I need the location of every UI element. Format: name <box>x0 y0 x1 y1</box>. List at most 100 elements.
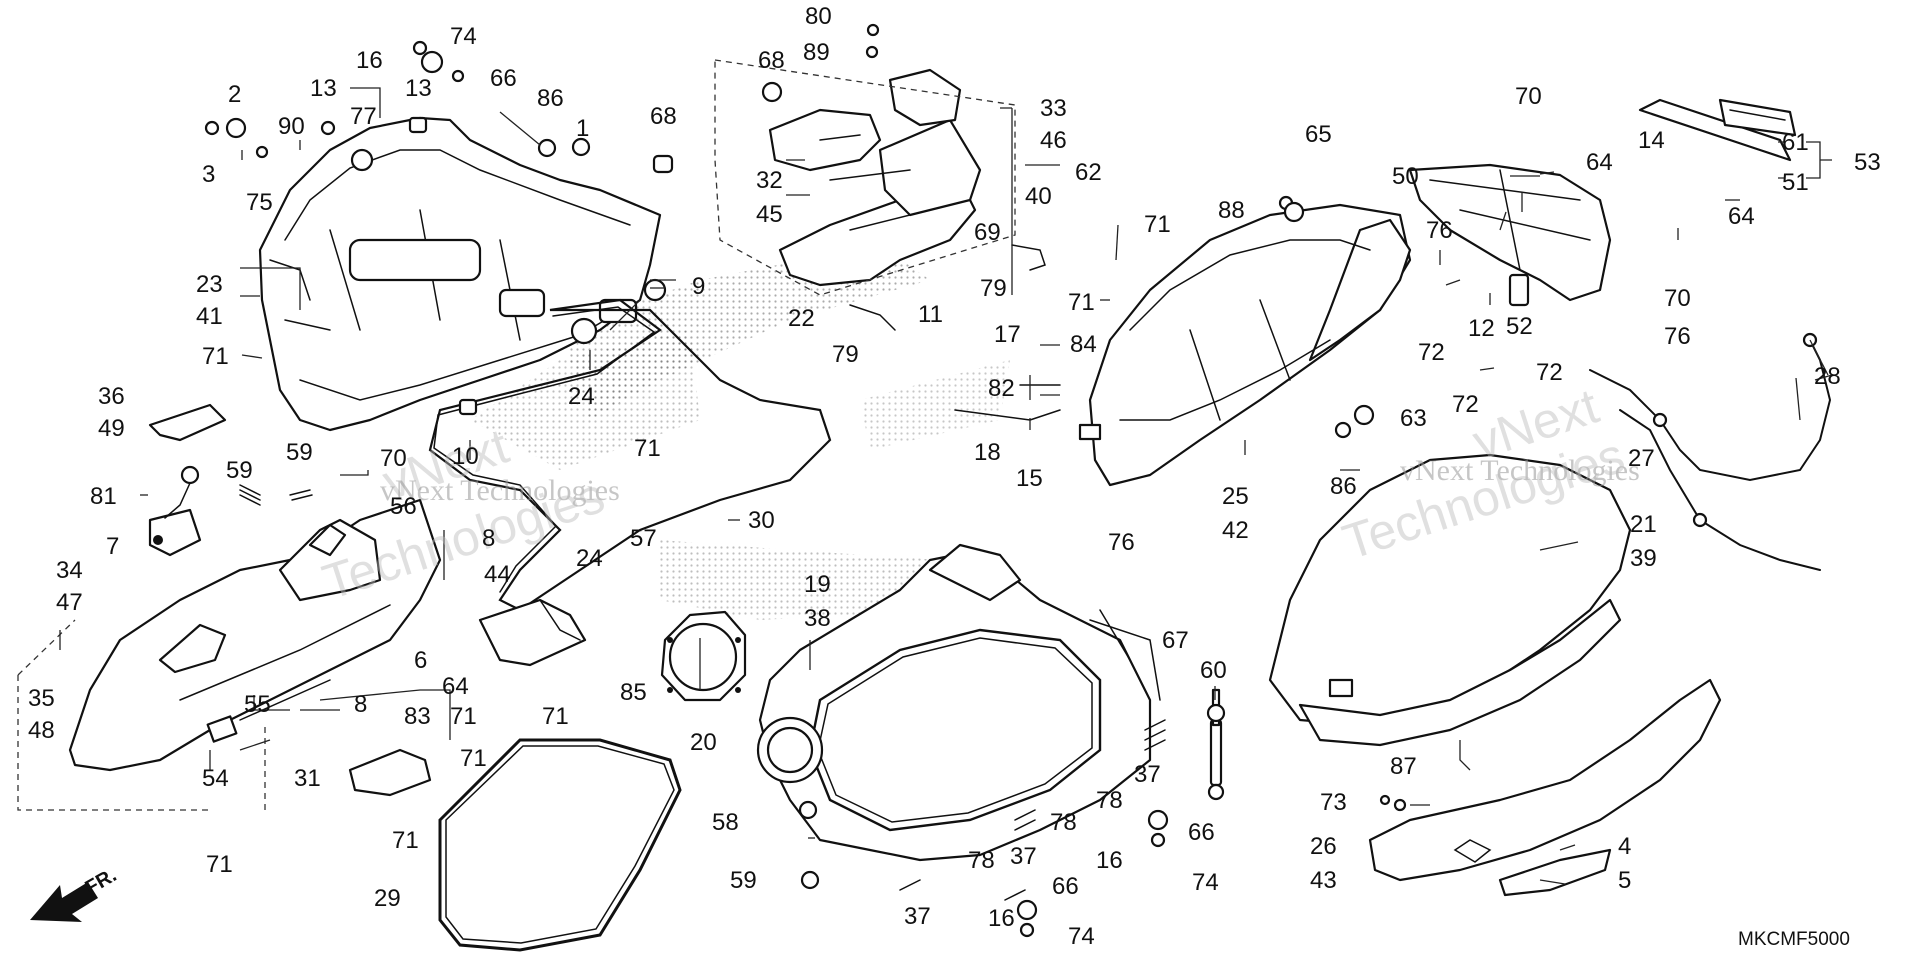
callout-59: 59 <box>226 457 253 484</box>
callout-37: 37 <box>904 903 931 930</box>
inner-box-center[interactable] <box>756 543 1161 862</box>
callout-35: 35 <box>28 685 55 712</box>
callout-15: 15 <box>1016 465 1043 492</box>
callout-76: 76 <box>1664 323 1691 350</box>
callout-44: 44 <box>484 561 511 588</box>
callout-18: 18 <box>974 439 1001 466</box>
callout-16: 16 <box>988 905 1015 932</box>
callout-62: 62 <box>1075 159 1102 186</box>
callout-45: 45 <box>756 201 783 228</box>
outer-case-left[interactable] <box>17 498 442 811</box>
callout-7: 7 <box>106 533 119 560</box>
hinge-bracket[interactable] <box>1408 163 1612 307</box>
callout-58: 58 <box>712 809 739 836</box>
callout-43: 43 <box>1310 867 1337 894</box>
latch-assembly[interactable] <box>148 465 202 557</box>
gas-strut[interactable] <box>1206 688 1226 801</box>
callout-36: 36 <box>98 383 125 410</box>
callout-80: 80 <box>805 3 832 30</box>
callout-64: 64 <box>1728 203 1755 230</box>
callout-54: 54 <box>202 765 229 792</box>
callout-14: 14 <box>1638 127 1665 154</box>
lower-garnish[interactable] <box>1368 678 1722 897</box>
callout-86: 86 <box>537 85 564 112</box>
callout-81: 81 <box>90 483 117 510</box>
callout-73: 73 <box>1320 789 1347 816</box>
callout-70: 70 <box>1664 285 1691 312</box>
callout-71: 71 <box>1068 289 1095 316</box>
callout-87: 87 <box>1390 753 1417 780</box>
watermark-line1-left: vNext Technologies <box>380 474 620 507</box>
speaker-gasket[interactable] <box>660 610 747 702</box>
callout-79: 79 <box>832 341 859 368</box>
callout-12: 12 <box>1468 315 1495 342</box>
callout-68: 68 <box>758 47 785 74</box>
callout-59: 59 <box>286 439 313 466</box>
callout-64: 64 <box>442 673 469 700</box>
callout-4: 4 <box>1618 833 1631 860</box>
callout-38: 38 <box>804 605 831 632</box>
callout-labels: 80 89 68 33 46 62 32 45 40 69 79 11 22 7… <box>28 3 1881 950</box>
callout-23: 23 <box>196 271 223 298</box>
callout-52: 52 <box>1506 313 1533 340</box>
callout-69: 69 <box>974 219 1001 246</box>
callout-37: 37 <box>1134 761 1161 788</box>
callout-53: 53 <box>1854 149 1881 176</box>
callout-29: 29 <box>374 885 401 912</box>
callout-10: 10 <box>452 443 479 470</box>
callout-70: 70 <box>1515 83 1542 110</box>
callout-71: 71 <box>460 745 487 772</box>
callout-33: 33 <box>1040 95 1067 122</box>
trim-cover-36[interactable] <box>148 403 227 442</box>
callout-16: 16 <box>1096 847 1123 874</box>
callout-78: 78 <box>1096 787 1123 814</box>
seal-30[interactable] <box>428 298 832 612</box>
callout-8: 8 <box>482 525 495 552</box>
callout-86: 86 <box>1330 473 1357 500</box>
callout-26: 26 <box>1310 833 1337 860</box>
callout-71: 71 <box>542 703 569 730</box>
wire-harness[interactable] <box>1589 332 1832 571</box>
callout-19: 19 <box>804 571 831 598</box>
outer-lid[interactable] <box>1268 453 1632 747</box>
lid-inner[interactable] <box>1078 203 1412 487</box>
callout-57: 57 <box>630 525 657 552</box>
callout-72: 72 <box>1536 359 1563 386</box>
callout-47: 47 <box>56 589 83 616</box>
bracket-44[interactable] <box>478 598 587 667</box>
callout-63: 63 <box>1400 405 1427 432</box>
callout-65: 65 <box>1305 121 1332 148</box>
lock-bracket-assembly[interactable] <box>714 59 1016 296</box>
callout-61: 61 <box>1782 129 1809 156</box>
callout-13: 13 <box>310 75 337 102</box>
callout-22: 22 <box>788 305 815 332</box>
callout-78: 78 <box>968 847 995 874</box>
callout-16: 16 <box>356 47 383 74</box>
callout-46: 46 <box>1040 127 1067 154</box>
callout-27: 27 <box>1628 445 1655 472</box>
callout-71: 71 <box>1144 211 1171 238</box>
inner-box-left[interactable] <box>258 116 662 432</box>
callout-71: 71 <box>202 343 229 370</box>
callout-74: 74 <box>1192 869 1219 896</box>
seal-29[interactable] <box>438 738 682 952</box>
callout-2: 2 <box>228 81 241 108</box>
small-hardware <box>204 23 1407 938</box>
callout-5: 5 <box>1618 867 1631 894</box>
callout-71: 71 <box>634 435 661 462</box>
callout-25: 25 <box>1222 483 1249 510</box>
callout-88: 88 <box>1218 197 1245 224</box>
callout-72: 72 <box>1418 339 1445 366</box>
callout-20: 20 <box>690 729 717 756</box>
emblem-rail[interactable] <box>1638 98 1797 162</box>
callout-84: 84 <box>1070 331 1097 358</box>
bracket-31[interactable] <box>348 748 432 797</box>
callout-82: 82 <box>988 375 1015 402</box>
callout-76: 76 <box>1426 217 1453 244</box>
callout-66: 66 <box>1052 873 1079 900</box>
diagram-code: MKCMF5000 <box>1738 929 1850 950</box>
callout-68: 68 <box>650 103 677 130</box>
callout-49: 49 <box>98 415 125 442</box>
callout-74: 74 <box>450 23 477 50</box>
